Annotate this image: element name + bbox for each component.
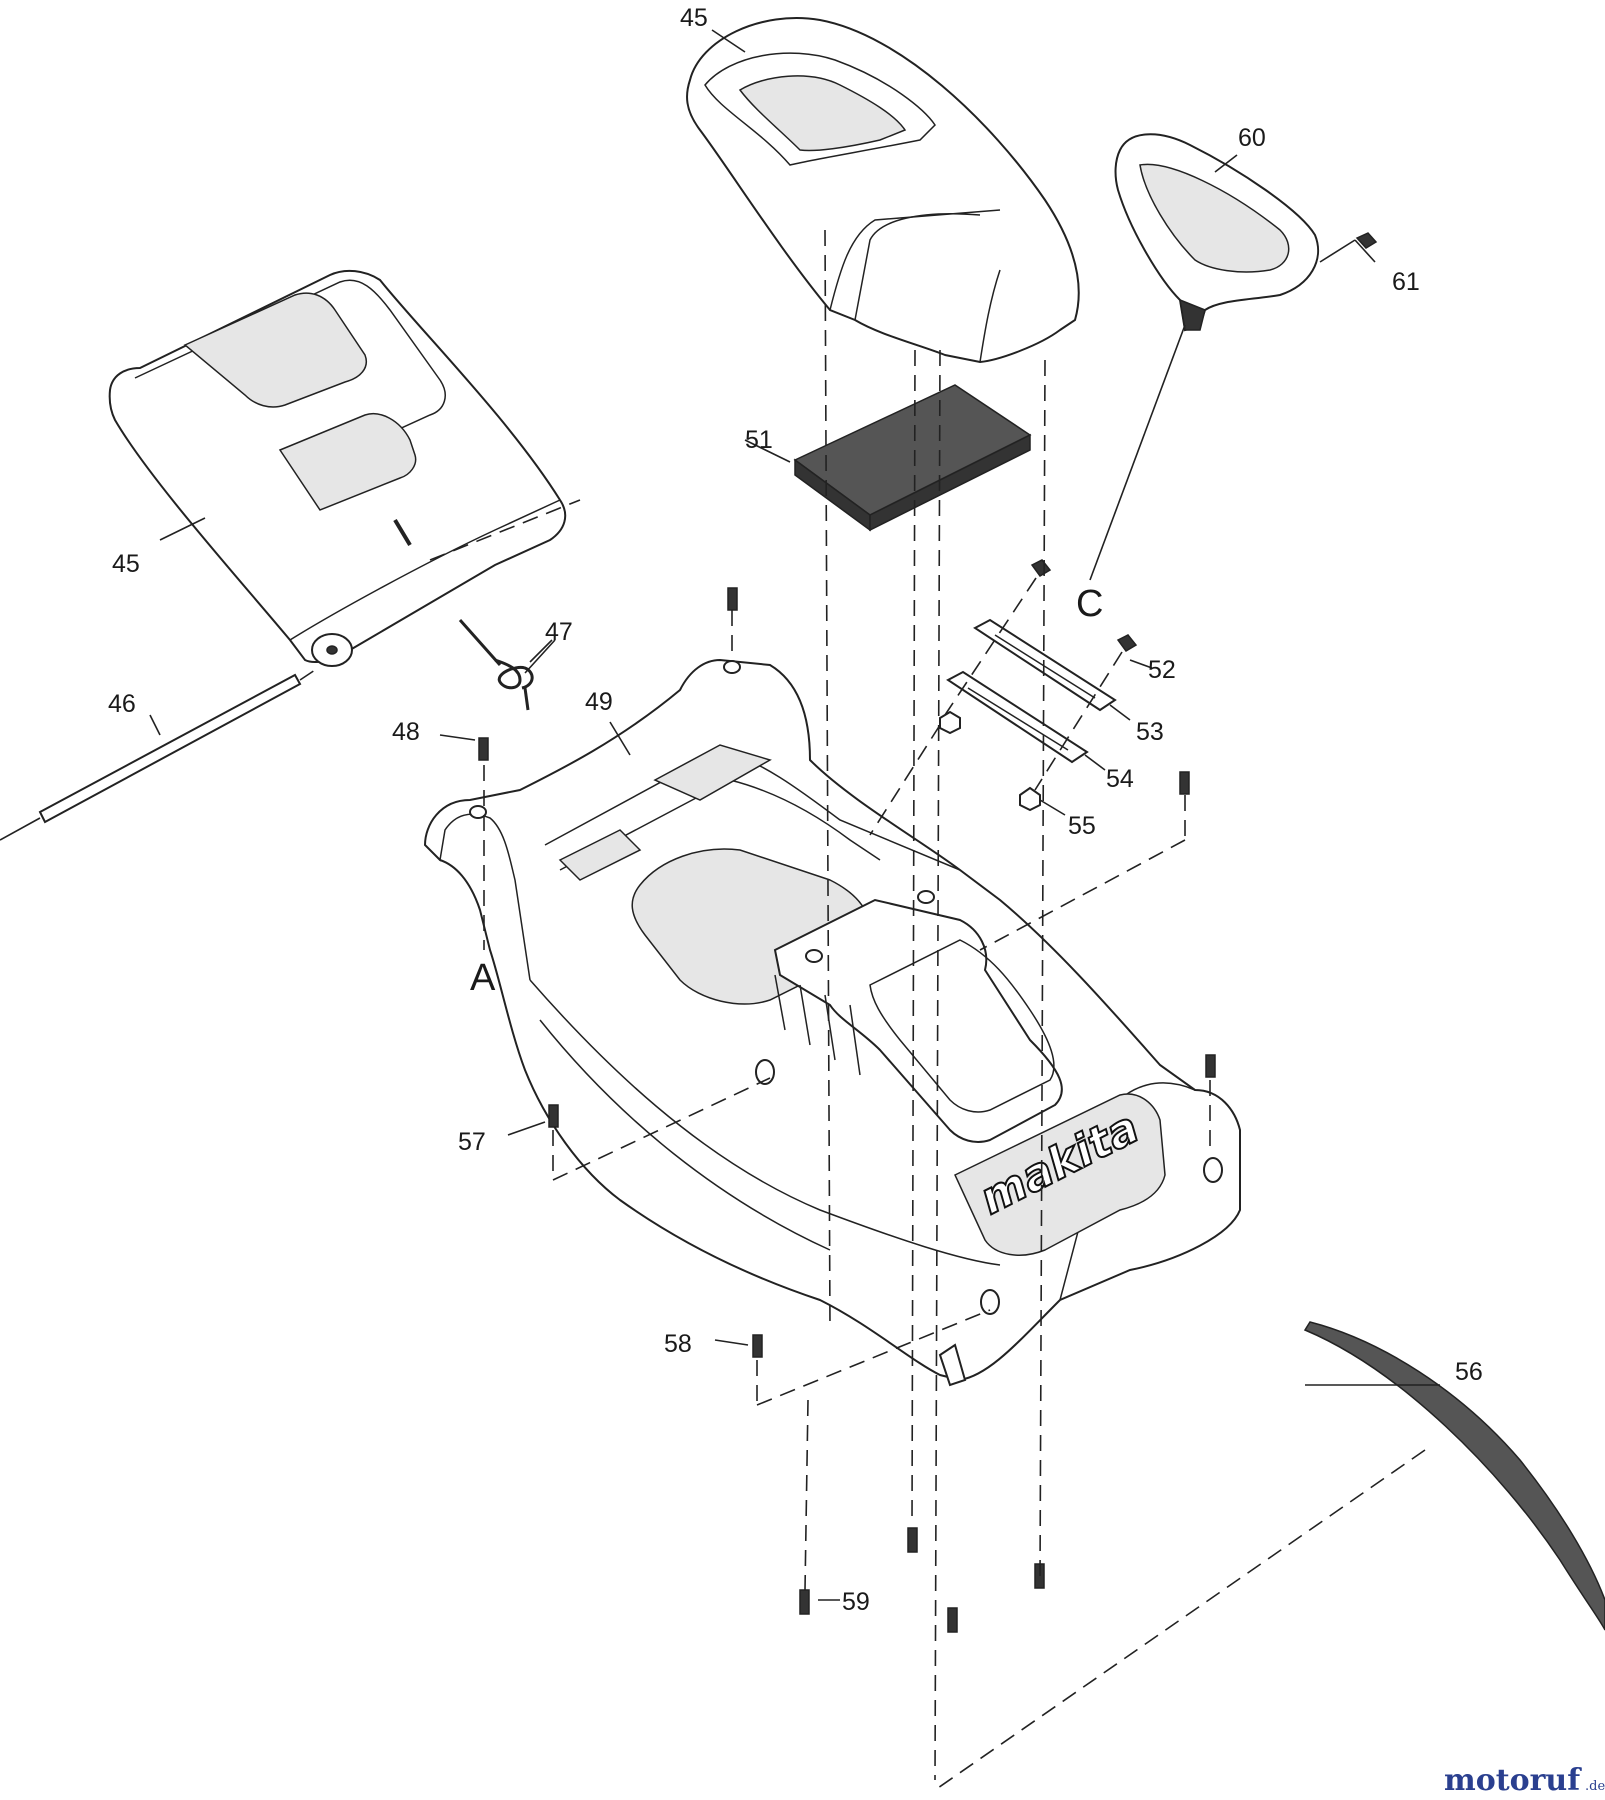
part-55-nut bbox=[939, 710, 1041, 812]
callout-labels: 45 60 61 51 45 45 47 46 49 48 52 53 54 5… bbox=[108, 4, 1483, 1616]
callout-48: 48 bbox=[392, 718, 420, 746]
callout-53: 53 bbox=[1136, 718, 1164, 746]
callout-46: 46 bbox=[108, 690, 136, 718]
watermark-name: motoruf bbox=[1444, 1763, 1582, 1798]
part-49-main-housing bbox=[423, 658, 1241, 1387]
callout-49: 49 bbox=[585, 688, 613, 716]
callout-51: 51 bbox=[745, 426, 773, 454]
callout-54: 54 bbox=[1106, 765, 1134, 793]
leader-lines bbox=[149, 29, 1440, 1601]
callout-59: 59 bbox=[842, 1588, 870, 1616]
callout-60: 60 bbox=[1238, 124, 1266, 152]
part-54-plate bbox=[946, 670, 1089, 764]
part-51-filter-pad bbox=[793, 384, 1032, 532]
projection-lines bbox=[429, 229, 1426, 1791]
part-46-rod bbox=[0, 667, 319, 841]
callout-55: 55 bbox=[1068, 812, 1096, 840]
callout-56: 56 bbox=[1455, 1358, 1483, 1386]
callout-57: 57 bbox=[458, 1128, 486, 1156]
part-61-screw bbox=[1319, 232, 1378, 263]
callout-52: 52 bbox=[1148, 656, 1176, 684]
watermark: motoruf .de bbox=[1444, 1763, 1605, 1798]
part-50-handle-cover bbox=[686, 17, 1080, 364]
watermark-suffix: .de bbox=[1585, 1779, 1605, 1794]
part-45-flap-lid bbox=[108, 269, 567, 667]
callout-61: 61 bbox=[1392, 268, 1420, 296]
callout-45-label: 45 bbox=[112, 550, 140, 578]
part-47-spring bbox=[458, 619, 553, 711]
ref-letter-a: A bbox=[470, 957, 496, 999]
callout-47: 47 bbox=[545, 618, 573, 646]
callout-58: 58 bbox=[664, 1330, 692, 1358]
ref-letter-c: C bbox=[1076, 583, 1103, 625]
part-53-plate bbox=[973, 618, 1117, 712]
callout-50: 45 bbox=[680, 4, 708, 32]
screws bbox=[478, 559, 1216, 1633]
part-60-grip-handle bbox=[1114, 133, 1320, 332]
